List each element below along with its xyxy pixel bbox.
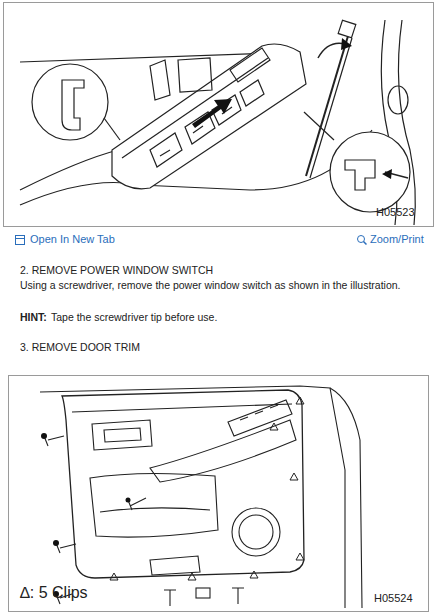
instruction-text: Using a screwdriver, remove the power wi…: [20, 279, 435, 292]
step-heading: 2. REMOVE POWER WINDOW SWITCH: [20, 264, 213, 277]
link-text: Zoom/Print: [370, 233, 424, 247]
clip-marks: [110, 397, 304, 580]
figure-number: H05523: [376, 206, 415, 220]
link-text: Open In New Tab: [30, 233, 115, 247]
figure-frame: [4, 3, 434, 227]
step-heading: 3. REMOVE DOOR TRIM: [20, 341, 140, 354]
legend-note: ∆: 5 Clips: [20, 583, 88, 603]
door-trim-illustration: [40, 386, 362, 608]
armrest-illustration: [20, 20, 415, 225]
figure-number: H05524: [374, 592, 413, 606]
hint-text: Tape the screwdriver tip before use.: [51, 311, 217, 324]
figure-frame: [9, 376, 429, 612]
screw-heads: [41, 433, 131, 597]
direction-arrows: [192, 38, 392, 179]
hint-label: HINT:: [20, 311, 47, 324]
